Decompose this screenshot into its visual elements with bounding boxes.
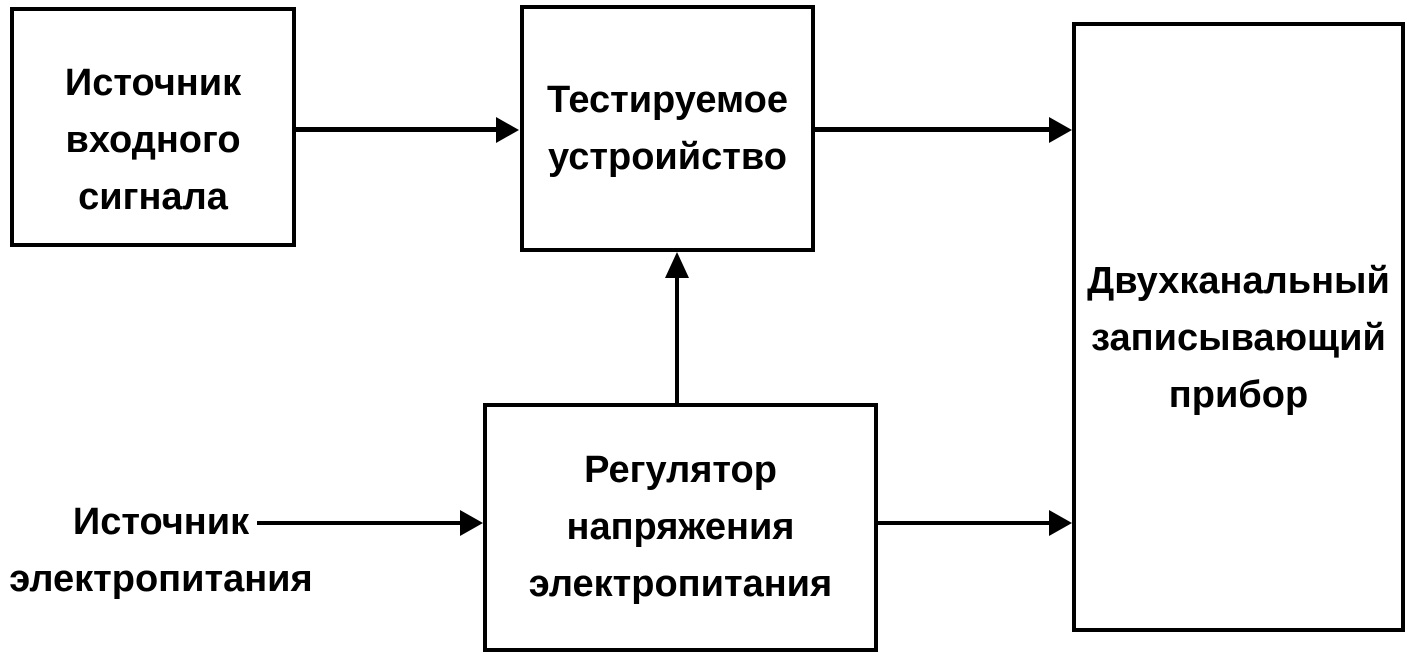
node-device-under-test-label: Тестируемое устроийство xyxy=(547,78,788,178)
connector-power-to-regulator-arrowhead-icon xyxy=(460,510,483,536)
connector-dut-to-recorder-arrowhead-icon xyxy=(1049,117,1072,143)
node-voltage-regulator-label: Регулятор напряжения электропитания xyxy=(528,449,833,605)
node-two-channel-recorder-label: Двухканальный записывающий прибор xyxy=(1087,259,1390,416)
connector-regulator-to-dut-line xyxy=(675,276,679,403)
connector-input-to-dut-line xyxy=(296,127,499,132)
node-input-signal-source: Источник входного сигнала xyxy=(10,7,296,247)
node-input-signal-source-label: Источник входного сигнала xyxy=(64,61,242,218)
connector-input-to-dut-arrowhead-icon xyxy=(496,117,519,143)
node-two-channel-recorder: Двухканальный записывающий прибор xyxy=(1072,22,1405,632)
connector-power-to-regulator-line xyxy=(257,521,461,525)
connector-regulator-to-dut-arrowhead-icon xyxy=(665,252,689,278)
connector-regulator-to-recorder-arrowhead-icon xyxy=(1049,510,1072,536)
connector-dut-to-recorder-line xyxy=(815,127,1049,132)
node-power-source-label: Источник электропитания xyxy=(9,501,313,600)
connector-regulator-to-recorder-line xyxy=(878,521,1050,525)
node-device-under-test: Тестируемое устроийство xyxy=(520,5,815,252)
node-voltage-regulator: Регулятор напряжения электропитания xyxy=(483,403,878,652)
